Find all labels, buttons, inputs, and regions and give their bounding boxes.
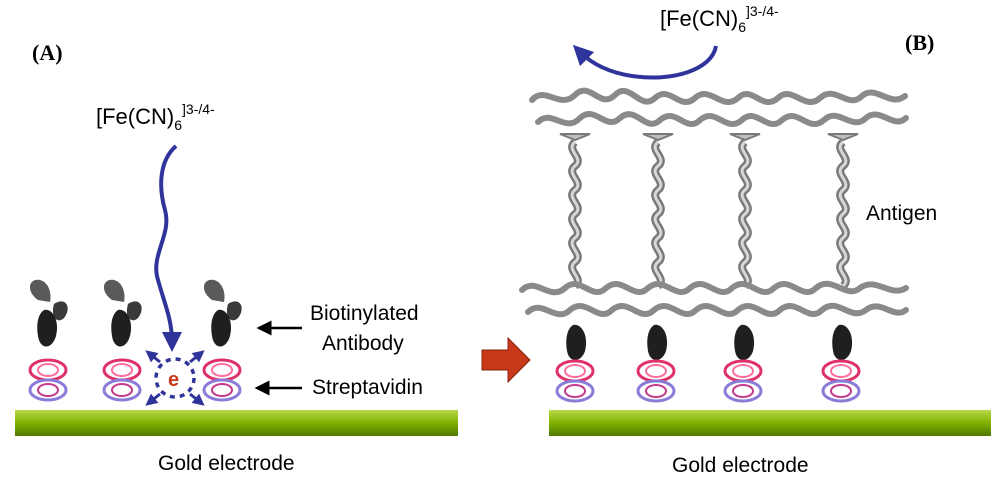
repelled-arrow-b [572, 44, 718, 80]
streptavidin-icon [821, 359, 861, 403]
streptavidin-icon [102, 358, 142, 402]
antigen-helices [559, 133, 859, 290]
streptavidin-icon [636, 359, 676, 403]
streptavidin-icon [555, 359, 595, 403]
antibody-icon [832, 324, 853, 360]
gold-electrode-b [549, 410, 991, 436]
helix-1 [559, 133, 591, 290]
assembly-a-2 [102, 279, 142, 402]
redox-probe-label-b: [Fe(CN)6]3-/4- [660, 3, 779, 35]
assembly-b-3 [723, 324, 763, 403]
antibody-icon [29, 279, 68, 347]
panel-a: (A) [Fe(CN)6]3-/4- e [15, 40, 458, 475]
biotinylated-label: Biotinylated [310, 302, 419, 325]
electron-label: e [168, 369, 179, 391]
transition-arrow [481, 336, 531, 384]
antibody-icon [566, 324, 587, 360]
assembly-b-4 [821, 324, 861, 403]
streptavidin-label: Streptavidin [312, 376, 423, 399]
antigen-bottom-layer [519, 280, 909, 318]
helix-2 [642, 133, 674, 290]
panel-a-label: (A) [32, 40, 63, 65]
diffusion-arrow-a [154, 144, 182, 352]
assembly-a-3 [202, 279, 242, 402]
electron-transfer-indicator: e [145, 350, 205, 406]
helix-4 [827, 133, 859, 290]
electrode-label-b: Gold electrode [672, 454, 809, 477]
antibody-icon [734, 324, 755, 360]
streptavidin-icon [28, 358, 68, 402]
streptavidin-icon [202, 358, 242, 402]
panel-b: (B) [Fe(CN)6]3-/4- [519, 3, 991, 477]
redox-probe-label-a: [Fe(CN)6]3-/4- [96, 101, 215, 133]
streptavidin-icon [723, 359, 763, 403]
helix-3 [729, 133, 761, 290]
antibody-label: Antibody [322, 332, 404, 355]
antibody-icon [103, 279, 142, 347]
assembly-b-1 [555, 324, 595, 403]
antibody-icon [203, 279, 242, 347]
antibody-icon [647, 324, 668, 360]
antigen-label: Antigen [866, 202, 937, 225]
antigen-top-layer [529, 87, 909, 127]
assembly-a-1 [28, 279, 68, 402]
gold-electrode-a [15, 410, 458, 436]
panel-b-label: (B) [905, 30, 934, 55]
assembly-b-2 [636, 324, 676, 403]
electrode-label-a: Gold electrode [158, 452, 295, 475]
